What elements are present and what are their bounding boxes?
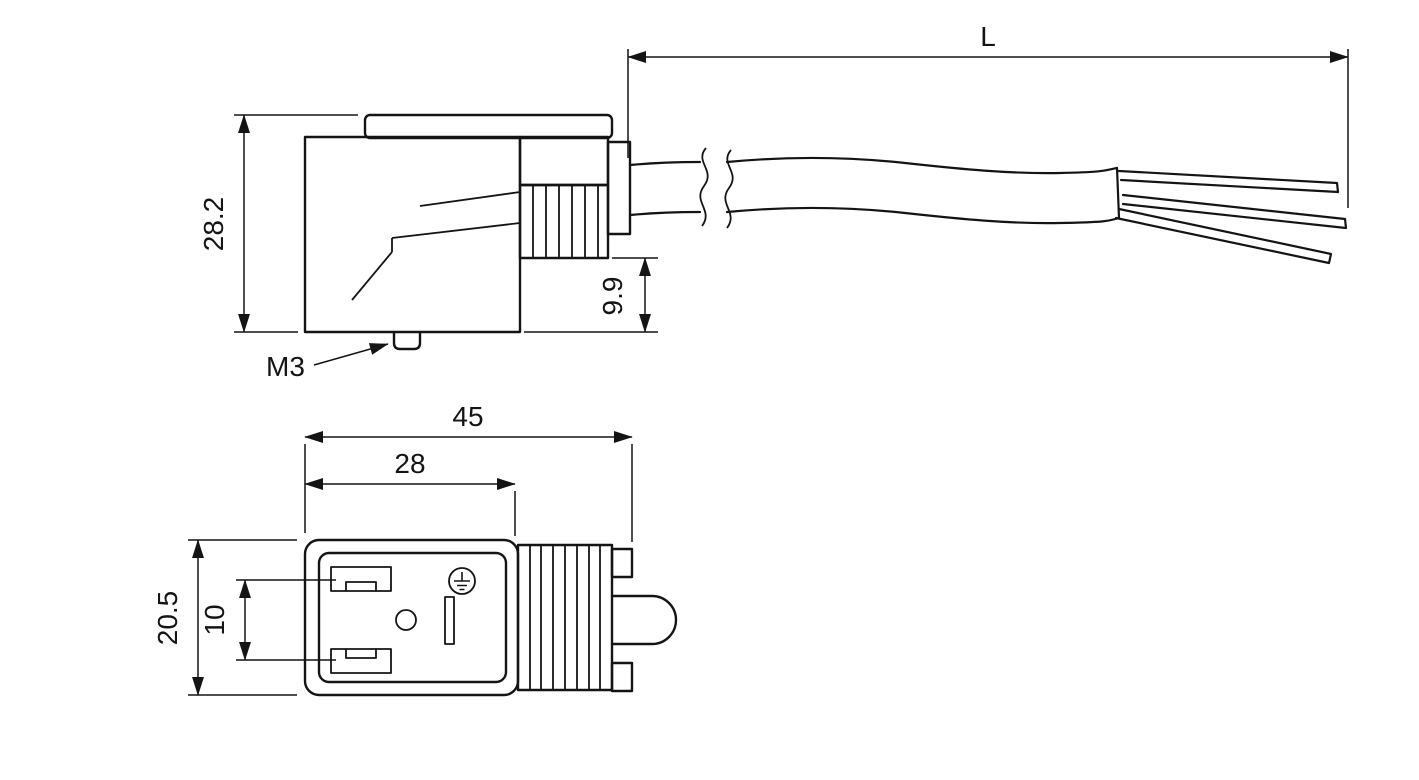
keying-slot (444, 596, 455, 645)
side-view: 28.2 L 9.9 M3 (198, 21, 1349, 382)
internal-channel-lines (351, 191, 521, 301)
connector-housing (303, 135, 522, 334)
cable-gland-side (518, 183, 610, 260)
dimension-28: 28 (304, 448, 516, 536)
dim-label-contact-spacing: 10 (199, 604, 230, 635)
cable-stub (612, 594, 678, 646)
dimension-9-9: 9.9 (524, 257, 658, 333)
wire-ends (1114, 166, 1348, 265)
contact-opening-bottom (330, 648, 392, 674)
dim-label-cable-length: L (980, 21, 996, 52)
m3-callout: M3 (266, 343, 389, 382)
ground-symbol (448, 567, 476, 595)
connector-face (317, 551, 508, 684)
cable-break-line-right (724, 149, 734, 229)
dim-label-housing-width: 28 (394, 448, 425, 479)
dimension-20-5: 20.5 (152, 539, 297, 696)
housing-outline-top (303, 538, 520, 697)
cable-gland-top (516, 543, 614, 692)
m3-screw-tab (392, 332, 422, 351)
gland-end-cap (606, 140, 632, 236)
top-view: 45 28 20.5 10 (152, 401, 678, 697)
center-screw-hole (395, 609, 417, 631)
cable (628, 147, 1121, 229)
gland-tab-bottom (610, 661, 634, 693)
dimension-45: 45 (304, 401, 633, 542)
dimension-L: L (627, 21, 1349, 208)
cable-break-line-left (699, 147, 709, 227)
dim-label-overall-width: 45 (452, 401, 483, 432)
connector-cap (363, 113, 614, 140)
dim-label-overall-depth: 20.5 (152, 591, 183, 646)
gland-tab-top (610, 547, 634, 579)
dimension-10: 10 (199, 579, 336, 661)
contact-opening-top (330, 566, 392, 592)
screw-label: M3 (266, 351, 305, 382)
dim-label-axis-offset: 9.9 (597, 277, 628, 316)
m3-leader-line (313, 343, 389, 366)
dim-label-height: 28.2 (198, 197, 229, 252)
housing-right-block (518, 135, 610, 187)
dimension-28-2: 28.2 (198, 114, 358, 333)
